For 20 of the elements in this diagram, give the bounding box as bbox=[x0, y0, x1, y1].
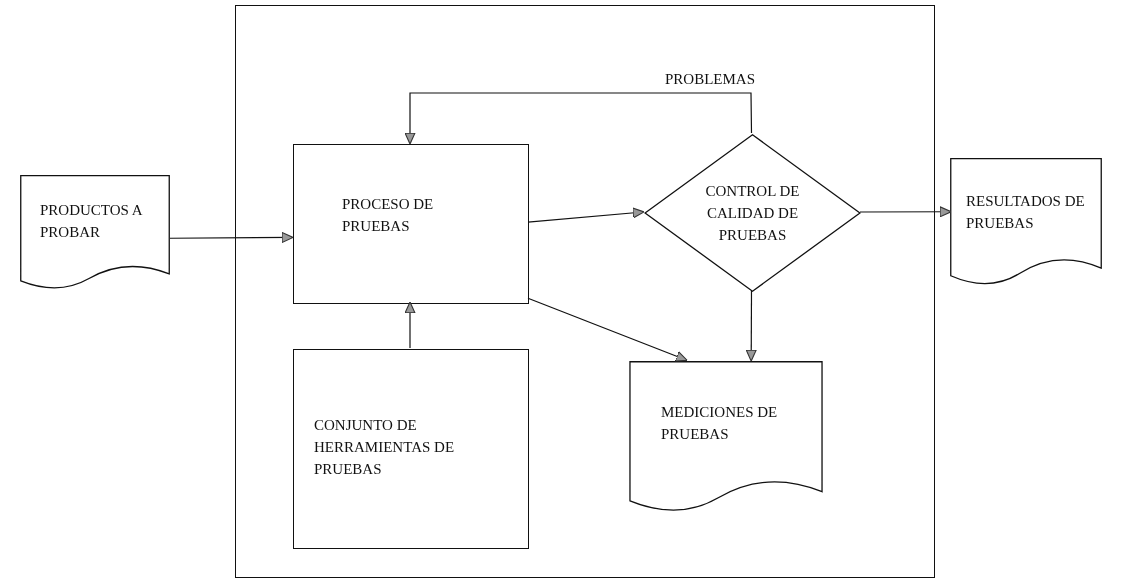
node-label: CONJUNTO DE HERRAMIENTAS DE PRUEBAS bbox=[314, 416, 456, 479]
arrow bbox=[745, 290, 757, 362]
arrow bbox=[404, 301, 416, 349]
arrow bbox=[404, 92, 753, 145]
arrow bbox=[527, 207, 645, 223]
process-box bbox=[293, 349, 529, 549]
node-label: MEDICIONES DE PRUEBAS bbox=[661, 403, 779, 444]
node-label: RESULTADOS DE PRUEBAS bbox=[966, 192, 1086, 233]
document-shape bbox=[629, 361, 823, 513]
arrow bbox=[859, 206, 952, 218]
document-shape bbox=[20, 175, 170, 290]
decision-diamond bbox=[644, 134, 861, 292]
node-label: PROCESO DE PRUEBAS bbox=[342, 195, 435, 236]
node-label: CONTROL DE CALIDAD DE PRUEBAS bbox=[704, 182, 801, 245]
node-label: PRODUCTOS A PROBAR bbox=[40, 201, 143, 242]
arrow bbox=[169, 231, 294, 243]
process-box bbox=[293, 144, 529, 304]
document-shape bbox=[950, 158, 1102, 286]
arrow bbox=[527, 297, 688, 362]
frame-box bbox=[235, 5, 935, 578]
